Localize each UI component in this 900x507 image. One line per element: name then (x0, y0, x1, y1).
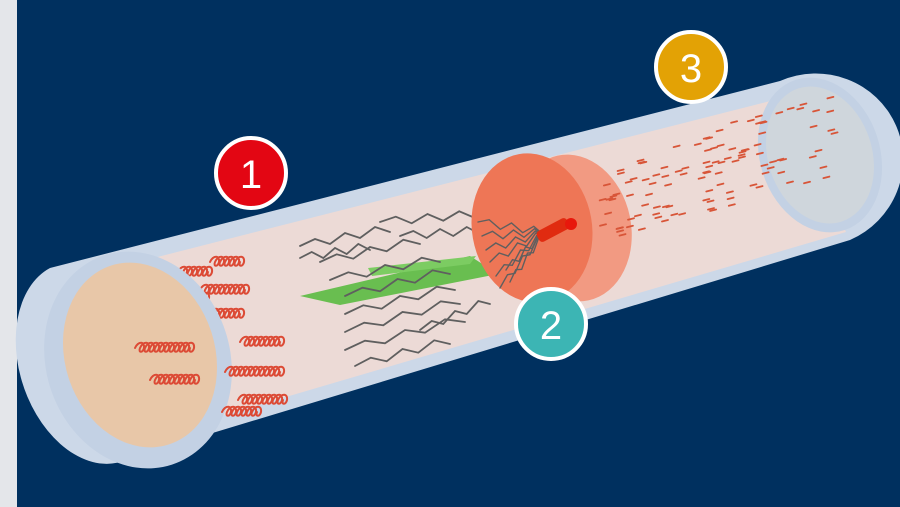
marker-3: 3 (656, 32, 726, 102)
marker-2: 2 (516, 289, 586, 359)
marker-3-label: 3 (680, 47, 702, 91)
marker-1: 1 (216, 138, 286, 208)
channel-tip (565, 218, 577, 230)
marker-1-label: 1 (240, 153, 262, 197)
marker-2-label: 2 (540, 304, 562, 348)
